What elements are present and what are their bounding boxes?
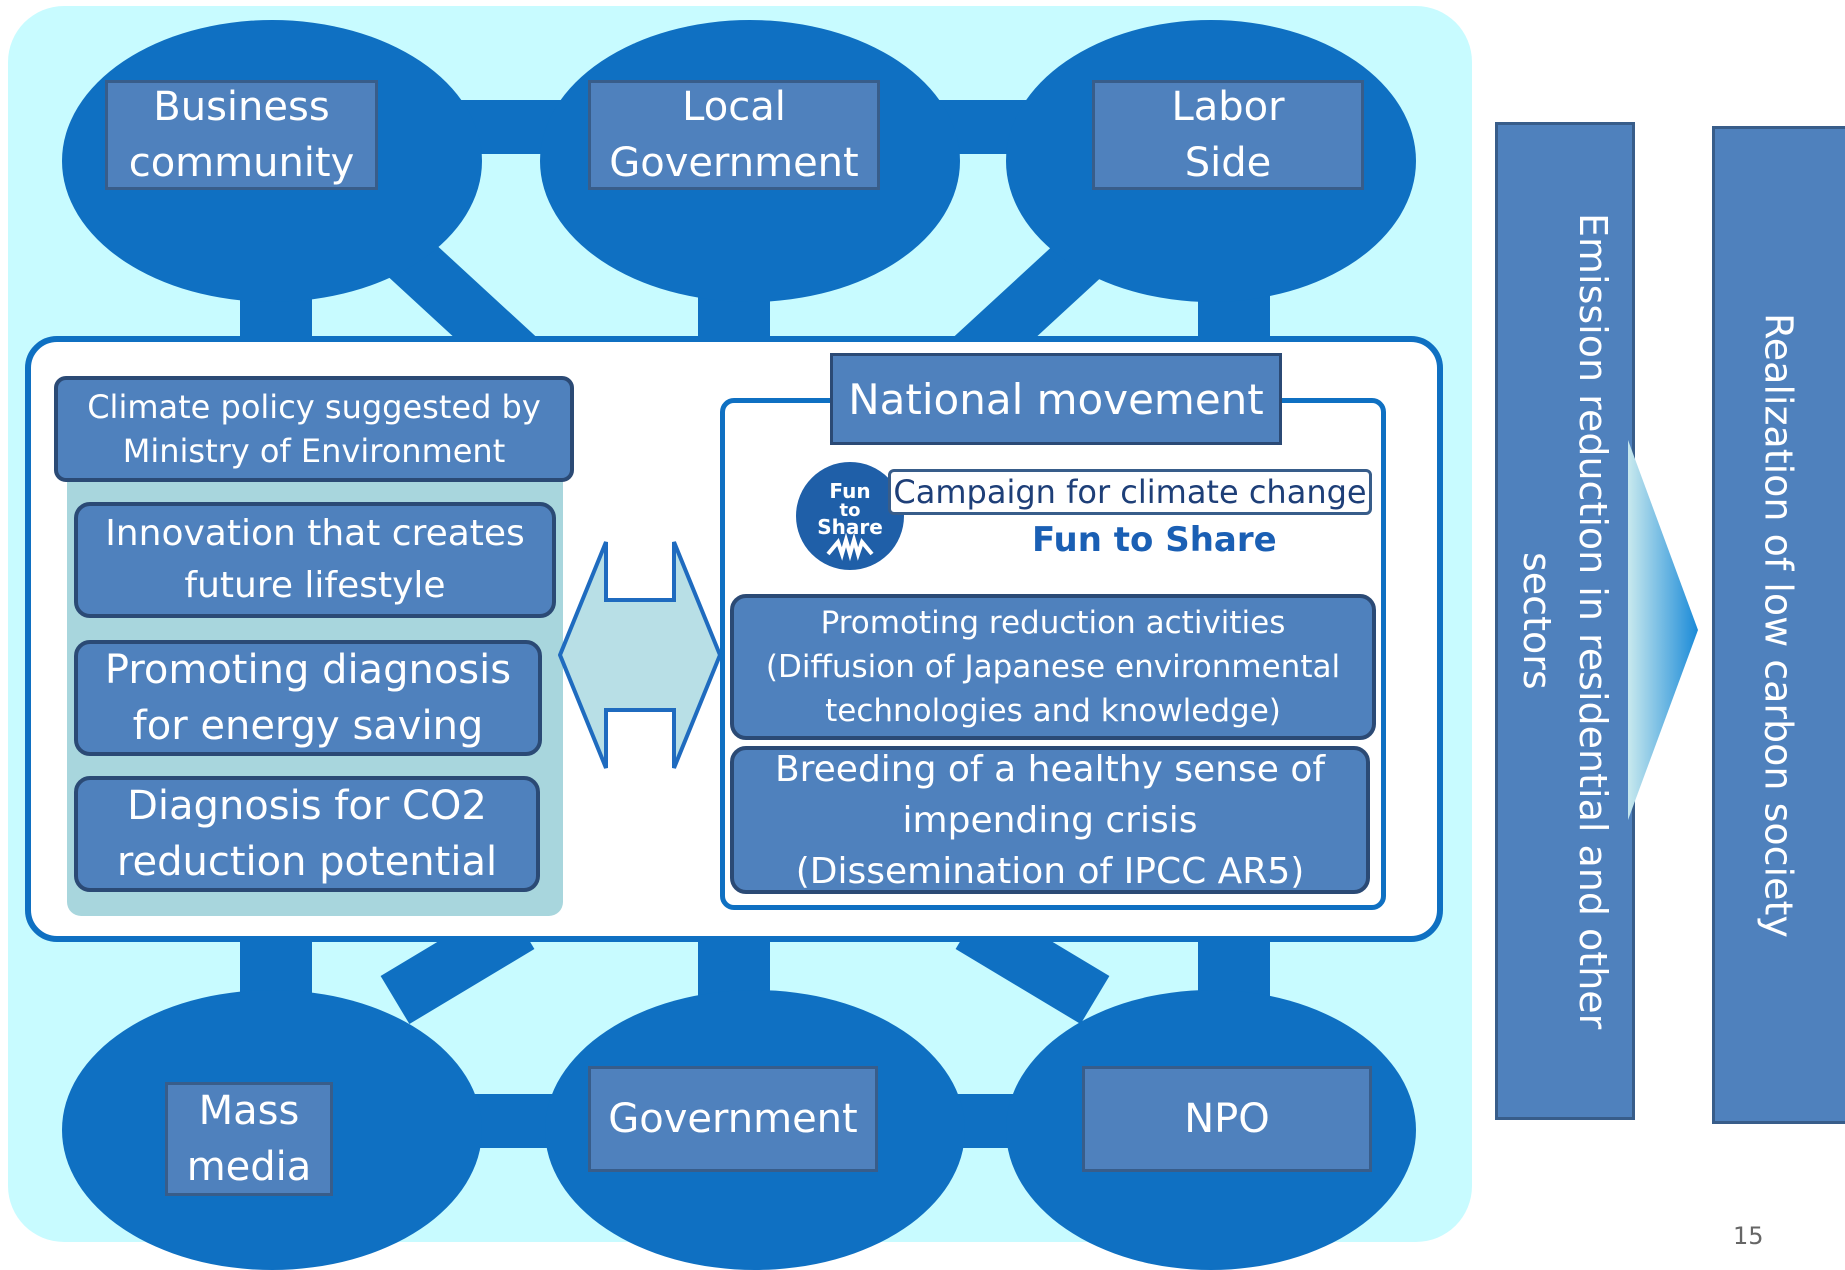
chevron-right-icon [1628,440,1698,820]
fun-to-share-brand: Fun to Share [1032,520,1277,560]
page-number: 15 [1733,1222,1764,1250]
emission-reduction-bar [1495,122,1635,1120]
low-carbon-society-bar [1712,126,1845,1124]
emission-reduction-label: Emission reduction in residential and ot… [1515,212,1615,1030]
national-movement-title: National movement [830,353,1282,445]
mass-media-label: Mass media [165,1082,333,1196]
double-arrow [558,541,722,769]
policy-header: Climate policy suggested by Ministry of … [54,376,574,482]
npo-label: NPO [1082,1066,1372,1172]
policy-item: Diagnosis for CO2 reduction potential [74,776,540,892]
government-label: Government [588,1066,878,1172]
low-carbon-society-label: Realization of low carbon society [1756,312,1801,938]
svg-text:Fun: Fun [829,479,870,503]
policy-item: Innovation that creates future lifestyle [74,502,556,618]
movement-item: Breeding of a healthy sense of impending… [730,746,1370,894]
labor-side-label: Labor Side [1092,80,1364,190]
policy-item: Promoting diagnosis for energy saving [74,640,542,756]
business-community-label: Business community [105,80,378,190]
movement-item: Promoting reduction activities (Diffusio… [730,594,1376,740]
campaign-label: Campaign for climate change [888,469,1372,515]
svg-text:Share: Share [817,515,883,539]
fun-to-share-logo-icon: Fun to Share [796,462,904,570]
svg-text:to: to [840,500,861,521]
local-government-label: Local Government [588,80,880,190]
